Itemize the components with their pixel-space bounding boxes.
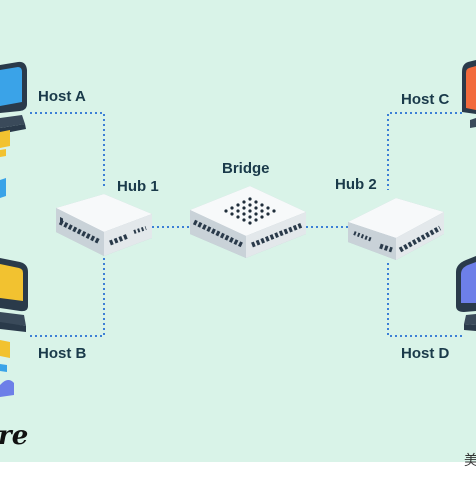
hub-1-device-icon (56, 194, 152, 256)
host-b-computer-icon (0, 258, 28, 397)
host-b-label: Host B (38, 345, 87, 362)
link-host-c-hub-2 (387, 112, 462, 190)
link-host-a-hub-1 (30, 112, 105, 188)
host-a-label: Host A (38, 88, 86, 105)
hub-1-label: Hub 1 (117, 178, 159, 195)
bridge-device-icon (190, 186, 306, 258)
bridge-vent-grid (224, 197, 276, 225)
host-c-label: Host C (401, 91, 450, 108)
link-host-d-hub-2 (387, 262, 462, 337)
watermark-text: 美 (464, 453, 476, 469)
connection-links (30, 112, 462, 337)
hub-2-label: Hub 2 (335, 176, 377, 193)
host-d-label: Host D (401, 345, 450, 362)
host-d-computer-icon (456, 256, 476, 331)
host-c-computer-icon (462, 60, 476, 128)
link-host-b-hub-1 (30, 250, 105, 337)
brand-logo-text: re (0, 421, 29, 451)
host-a-computer-icon (0, 61, 27, 198)
hub-2-device-icon (348, 198, 444, 260)
bridge-label: Bridge (222, 160, 270, 177)
